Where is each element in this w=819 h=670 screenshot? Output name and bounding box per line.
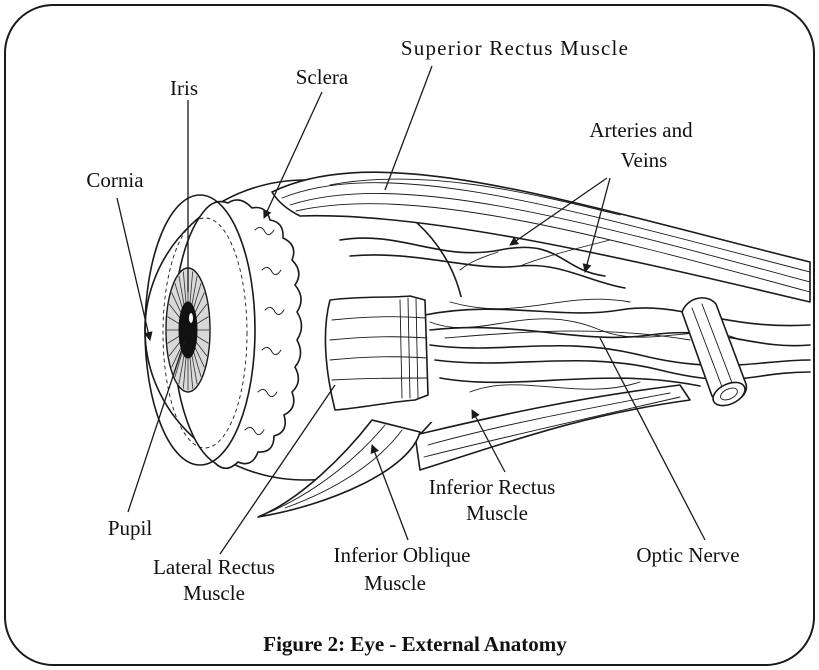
label-inferior-oblique-line2: Muscle — [364, 571, 426, 595]
label-sclera: Sclera — [296, 65, 349, 89]
label-inferior-rectus-line1: Inferior Rectus — [429, 475, 556, 499]
label-optic-nerve: Optic Nerve — [636, 543, 739, 567]
label-superior-rectus-muscle: Superior Rectus Muscle — [401, 36, 629, 60]
label-arteries-and-veins-line2: Veins — [621, 148, 668, 172]
label-arteries-and-veins-line1: Arteries and — [589, 118, 693, 142]
figure-caption: Figure 2: Eye - External Anatomy — [263, 632, 567, 656]
label-inferior-rectus-line2: Muscle — [466, 501, 528, 525]
label-cornia: Cornia — [86, 168, 144, 192]
pupil-highlight — [189, 313, 193, 323]
label-iris: Iris — [170, 76, 198, 100]
lateral-rectus-band — [325, 296, 428, 410]
lateral-rectus-muscle — [325, 296, 428, 410]
label-inferior-oblique-line1: Inferior Oblique — [333, 543, 470, 567]
label-lateral-rectus-line2: Muscle — [183, 581, 245, 605]
label-pupil: Pupil — [108, 516, 153, 540]
label-lateral-rectus-line1: Lateral Rectus — [153, 555, 275, 579]
